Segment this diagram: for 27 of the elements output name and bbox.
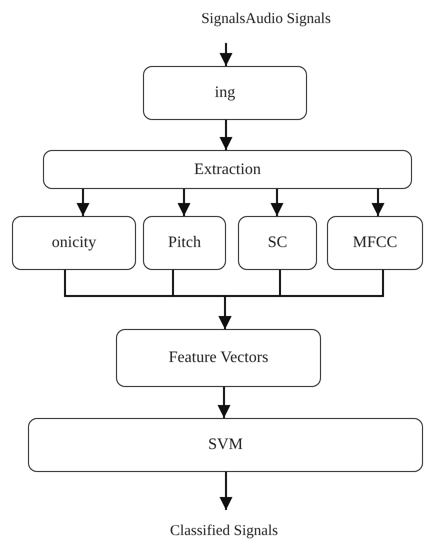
box-label: Extraction — [194, 160, 261, 178]
arrow — [218, 270, 384, 329]
process-box — [143, 216, 226, 270]
box-label: SC — [268, 234, 288, 252]
arrow — [178, 189, 190, 216]
process-box — [12, 216, 136, 270]
arrow — [372, 189, 384, 216]
process-box — [43, 150, 412, 189]
process-box — [238, 216, 317, 270]
flow-text: SignalsAudio Signals — [188, 8, 344, 30]
arrow — [76, 189, 90, 216]
arrow — [270, 189, 284, 216]
flow-text: Classified Signals — [148, 520, 300, 542]
box-label: MFCC — [352, 234, 398, 252]
box-label: onicity — [52, 234, 96, 252]
process-box — [28, 418, 423, 472]
arrow — [220, 120, 232, 150]
process-box — [327, 216, 423, 270]
box-label: Feature Vectors — [168, 349, 268, 367]
arrow — [220, 472, 232, 510]
arrow — [218, 387, 230, 418]
box-label: ing — [214, 84, 236, 102]
box-label: Pitch — [168, 234, 201, 252]
process-box — [143, 66, 307, 120]
box-label: SVM — [208, 436, 243, 454]
process-box — [116, 329, 321, 387]
arrow — [220, 43, 232, 66]
